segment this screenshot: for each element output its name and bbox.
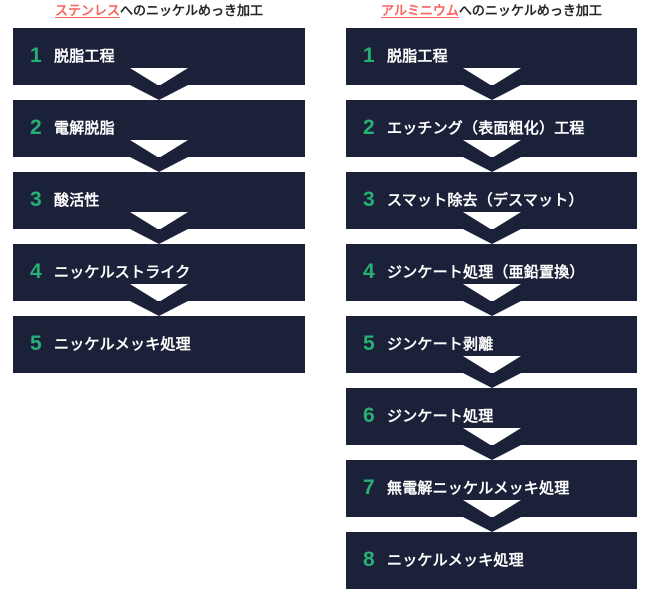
step-list-aluminium: 1 脱脂工程 2 エッチング（表面粗化）工程 3 スマット除去（デスマット） 4… (346, 28, 637, 589)
step-item: 8 ニッケルメッキ処理 (346, 532, 637, 589)
step-label: 酸活性 (54, 191, 100, 209)
step-label: ジンケート処理 (387, 407, 494, 425)
step-item: 5 ニッケルメッキ処理 (13, 316, 305, 373)
step-number: 1 (30, 44, 42, 67)
step-item: 1 脱脂工程 (346, 28, 637, 100)
step-label: スマット除去（デスマット） (387, 191, 584, 209)
step-item: 4 ジンケート処理（亜鉛置換） (346, 244, 637, 316)
step-label: 脱脂工程 (54, 47, 115, 65)
flow-column-aluminium: アルミニウムへのニッケルめっき加工 1 脱脂工程 2 エッチング（表面粗化）工程… (346, 0, 637, 589)
step-number: 8 (363, 548, 375, 571)
step-label: ニッケルストライク (54, 263, 191, 281)
step-number: 5 (363, 332, 375, 355)
chevron-down-icon (462, 212, 521, 230)
heading-highlight-aluminium: アルミニウム (381, 3, 459, 18)
arrow-down-icon (462, 301, 521, 316)
step-label: エッチング（表面粗化）工程 (387, 119, 585, 137)
step-item: 2 電解脱脂 (13, 100, 305, 172)
step-label: ニッケルメッキ処理 (54, 335, 191, 353)
step-number: 3 (30, 188, 42, 211)
column-heading-stainless: ステンレスへのニッケルめっき加工 (13, 0, 305, 28)
chevron-down-icon (462, 500, 521, 518)
chevron-down-icon (462, 356, 521, 374)
step-number: 7 (363, 476, 375, 499)
step-number: 6 (363, 404, 375, 427)
heading-highlight-stainless: ステンレス (54, 3, 120, 18)
step-number: 4 (363, 260, 375, 283)
step-label: 脱脂工程 (387, 47, 448, 65)
arrow-down-icon (462, 229, 521, 244)
column-heading-aluminium: アルミニウムへのニッケルめっき加工 (346, 0, 637, 28)
step-item: 2 エッチング（表面粗化）工程 (346, 100, 637, 172)
step-label: ジンケート処理（亜鉛置換） (387, 263, 585, 281)
arrow-down-icon (462, 517, 521, 532)
chevron-down-icon (130, 68, 188, 86)
chevron-down-icon (462, 68, 521, 86)
step-item: 5 ジンケート剥離 (346, 316, 637, 388)
heading-rest-stainless: へのニッケルめっき加工 (120, 3, 264, 18)
flow-column-stainless: ステンレスへのニッケルめっき加工 1 脱脂工程 2 電解脱脂 3 酸活性 (13, 0, 305, 373)
arrow-down-icon (130, 229, 188, 244)
arrow-down-icon (130, 301, 188, 316)
step-number: 5 (30, 332, 42, 355)
chevron-down-icon (130, 284, 188, 302)
step-list-stainless: 1 脱脂工程 2 電解脱脂 3 酸活性 4 ニッケルストライク (13, 28, 305, 373)
step-number: 4 (30, 260, 42, 283)
chevron-down-icon (462, 140, 521, 158)
arrow-down-icon (462, 445, 521, 460)
step-number: 1 (363, 44, 375, 67)
step-item: 3 酸活性 (13, 172, 305, 244)
step-label: ジンケート剥離 (387, 335, 494, 353)
chevron-down-icon (462, 284, 521, 302)
step-item: 7 無電解ニッケルメッキ処理 (346, 460, 637, 532)
step-label: 電解脱脂 (54, 119, 115, 137)
arrow-down-icon (130, 85, 188, 100)
chevron-down-icon (130, 212, 188, 230)
step-number: 2 (30, 116, 42, 139)
arrow-down-icon (462, 85, 521, 100)
step-label: ニッケルメッキ処理 (387, 551, 524, 569)
arrow-down-icon (130, 157, 188, 172)
step-item: 1 脱脂工程 (13, 28, 305, 100)
step-item: 3 スマット除去（デスマット） (346, 172, 637, 244)
step-item: 4 ニッケルストライク (13, 244, 305, 316)
step-item: 6 ジンケート処理 (346, 388, 637, 460)
arrow-down-icon (462, 373, 521, 388)
step-number: 2 (363, 116, 375, 139)
step-label: 無電解ニッケルメッキ処理 (387, 479, 570, 497)
chevron-down-icon (130, 140, 188, 158)
arrow-down-icon (462, 157, 521, 172)
step-number: 3 (363, 188, 375, 211)
chevron-down-icon (462, 428, 521, 446)
heading-rest-aluminium: へのニッケルめっき加工 (458, 3, 602, 18)
